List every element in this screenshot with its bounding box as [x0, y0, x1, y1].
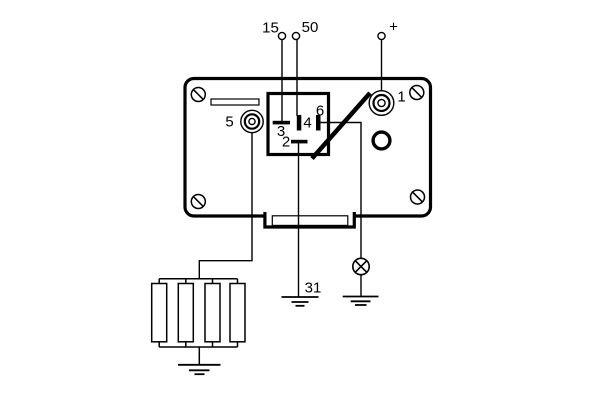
mounting-hole: [371, 130, 392, 151]
label-terminal-50: 50: [302, 19, 319, 36]
label-window: [210, 98, 260, 106]
label-pin-3: 3: [277, 123, 285, 140]
glow-plugs: [150, 278, 246, 365]
screw-icon: [190, 86, 207, 103]
label-pin-1: 1: [397, 89, 405, 106]
screw-icon: [409, 84, 425, 101]
wire-terminal5-to-glow-plugs: [198, 126, 253, 279]
ground-symbol: [281, 296, 319, 307]
label-battery-plus: +: [389, 19, 398, 36]
label-pin-6: 6: [316, 103, 324, 120]
terminal-50-node: [291, 31, 301, 41]
glow-plug-element: [177, 282, 195, 343]
screw-icon: [409, 189, 426, 205]
pin-3-contact: [272, 120, 290, 125]
glow-plug-element: [150, 282, 168, 343]
label-pin-5: 5: [225, 114, 233, 131]
pin-4-contact-right: [316, 115, 321, 131]
label-pin-4: 4: [303, 115, 311, 132]
glow-plug-element: [229, 282, 246, 343]
switch-arm: [310, 91, 372, 160]
terminal-5: [240, 109, 264, 134]
ground-symbol: [178, 363, 221, 376]
label-terminal-15: 15: [262, 20, 279, 37]
connector-tab-inner: [271, 215, 349, 227]
label-pin-2: 2: [282, 133, 290, 150]
pin-4-contact-left: [296, 115, 302, 131]
glow-plug-element: [204, 282, 221, 343]
terminal-1: [368, 89, 395, 116]
wire-pin6-to-lamp: [320, 121, 362, 259]
screw-icon: [190, 193, 207, 210]
label-ground-31: 31: [305, 280, 322, 297]
indicator-lamp-icon: [351, 257, 370, 276]
terminal-15-node: [277, 31, 287, 41]
pin-2-contact: [291, 139, 308, 144]
battery-plus-node: [377, 31, 386, 41]
ground-symbol: [342, 295, 379, 306]
